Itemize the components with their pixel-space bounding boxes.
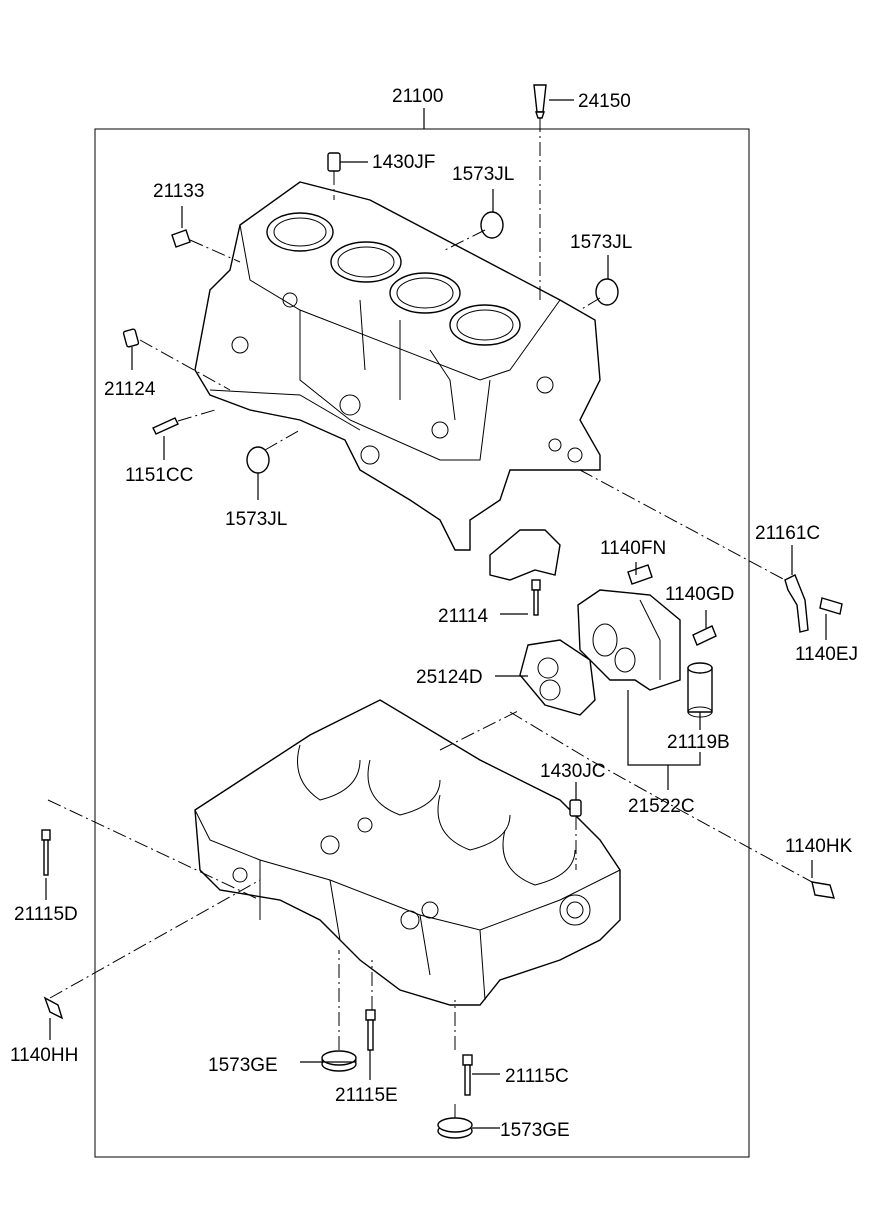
label-1573JL-b: 1573JL: [570, 232, 632, 253]
bolt-21114: [531, 579, 541, 616]
bolt-1140HH: [43, 996, 64, 1020]
label-25124D: 25124D: [416, 667, 483, 688]
bearing-cap: [489, 529, 561, 581]
label-21114: 21114: [438, 606, 488, 627]
label-21522C: 21522C: [628, 796, 695, 817]
plug-1573GE-a: [321, 1050, 357, 1072]
label-21115D: 21115D: [14, 904, 78, 925]
oil-filter-21119B: [687, 662, 713, 718]
dowel-21124: [122, 328, 140, 348]
label-21115C: 21115C: [505, 1066, 569, 1087]
label-1573JL-a: 1573JL: [452, 164, 514, 185]
cylinder-block-upper: [194, 181, 601, 551]
label-1573GE-a: 1573GE: [208, 1055, 278, 1076]
label-1140HK: 1140HK: [785, 836, 853, 857]
label-21133: 21133: [153, 181, 204, 202]
label-1573JL-c: 1573JL: [225, 509, 287, 530]
bolt-21115E: [365, 1009, 376, 1051]
label-21119B: 21119B: [667, 732, 730, 753]
part-labels: 21100 24150 1430JF 1573JL 21133 1573JL 2…: [10, 86, 858, 1141]
label-1140HH: 1140HH: [10, 1045, 78, 1066]
bolt-1140HK: [811, 881, 835, 899]
label-1430JC: 1430JC: [540, 761, 606, 782]
label-1430JF: 1430JF: [372, 152, 435, 173]
label-21115E: 21115E: [335, 1085, 398, 1106]
bolt-21115C: [462, 1054, 473, 1096]
label-1151CC: 1151CC: [125, 465, 193, 486]
label-1140GD: 1140GD: [665, 584, 734, 605]
bracket-21161C: [784, 574, 809, 633]
label-24150: 24150: [578, 91, 631, 112]
label-1140FN: 1140FN: [600, 538, 666, 559]
bolt-1140FN: [627, 564, 653, 585]
label-21161C: 21161C: [755, 523, 820, 544]
oil-filter-housing: [577, 589, 681, 691]
sensor-24150: [533, 84, 547, 119]
gasket-25124D: [519, 639, 596, 716]
dowel-1430JF: [327, 152, 341, 172]
stud-1151CC: [152, 417, 179, 435]
plug-21133: [171, 229, 191, 248]
assembly-frame: [94, 128, 750, 1158]
plug-1573JL-a: [480, 211, 504, 239]
crankcase-lower: [194, 699, 621, 1006]
bolt-1140GD: [692, 625, 717, 646]
plug-1573GE-b: [437, 1117, 473, 1139]
plug-1573JL-c: [246, 446, 270, 474]
label-21100: 21100: [392, 86, 443, 107]
bolt-21115D: [41, 829, 51, 876]
bolt-1140EJ: [819, 597, 843, 615]
label-1573GE-b: 1573GE: [500, 1120, 570, 1141]
label-1140EJ: 1140EJ: [795, 644, 858, 665]
leader-lines: [45, 99, 827, 1129]
label-21124: 21124: [104, 379, 156, 400]
dowel-1430JC: [569, 799, 582, 817]
plug-1573JL-b: [595, 278, 619, 306]
